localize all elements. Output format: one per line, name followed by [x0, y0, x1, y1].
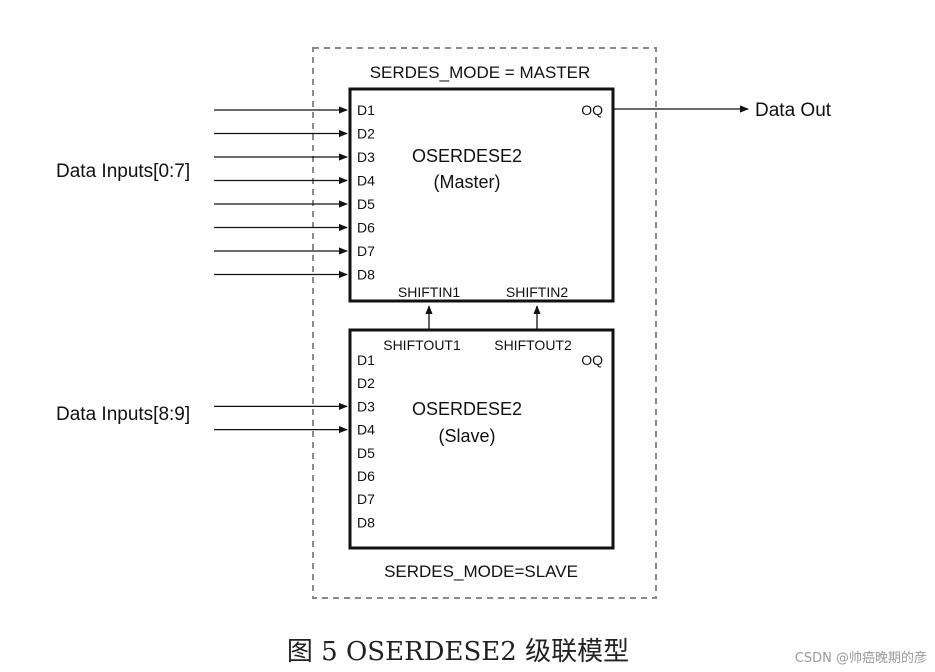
master-pin-d7: D7: [357, 243, 375, 259]
slave-pin-d8: D8: [357, 514, 375, 530]
slave-oq-pin: OQ: [581, 352, 603, 368]
master-pin-d8: D8: [357, 267, 375, 283]
master-shiftin2-pin: SHIFTIN2: [506, 284, 568, 300]
slave-shiftout2-pin: SHIFTOUT2: [494, 337, 572, 353]
slave-pin-d4: D4: [357, 422, 375, 438]
master-pin-d6: D6: [357, 220, 375, 236]
figure-caption: 图 5 OSERDESE2 级联模型: [287, 637, 629, 667]
slave-block-role: (Slave): [438, 426, 495, 446]
master-mode-label: SERDES_MODE = MASTER: [370, 63, 591, 82]
slave-shiftout1-pin: SHIFTOUT1: [383, 337, 461, 353]
master-oq-pin: OQ: [581, 102, 603, 118]
master-pin-d5: D5: [357, 196, 375, 212]
slave-pin-d6: D6: [357, 468, 375, 484]
slave-pin-d5: D5: [357, 445, 375, 461]
slave-pin-d7: D7: [357, 491, 375, 507]
data-inputs-master-label: Data Inputs[0:7]: [56, 161, 190, 182]
master-block-name: OSERDESE2: [412, 146, 522, 166]
slave-mode-label: SERDES_MODE=SLAVE: [384, 562, 578, 581]
watermark: CSDN @帅癌晚期的彦: [795, 650, 927, 666]
master-pin-d2: D2: [357, 126, 375, 142]
master-block: [348, 87, 615, 303]
slave-pin-d2: D2: [357, 375, 375, 391]
data-inputs-slave-label: Data Inputs[8:9]: [56, 404, 190, 425]
slave-pin-d1: D1: [357, 352, 375, 368]
master-pin-d1: D1: [357, 102, 375, 118]
master-block-role: (Master): [434, 172, 501, 192]
master-shiftin1-pin: SHIFTIN1: [398, 284, 460, 300]
slave-block: [348, 328, 615, 550]
slave-pin-d3: D3: [357, 398, 375, 414]
dashed-enclosure: [312, 47, 657, 599]
master-pin-d3: D3: [357, 149, 375, 165]
slave-block-name: OSERDESE2: [412, 399, 522, 419]
data-out-label: Data Out: [755, 100, 832, 121]
master-pin-d4: D4: [357, 173, 375, 189]
